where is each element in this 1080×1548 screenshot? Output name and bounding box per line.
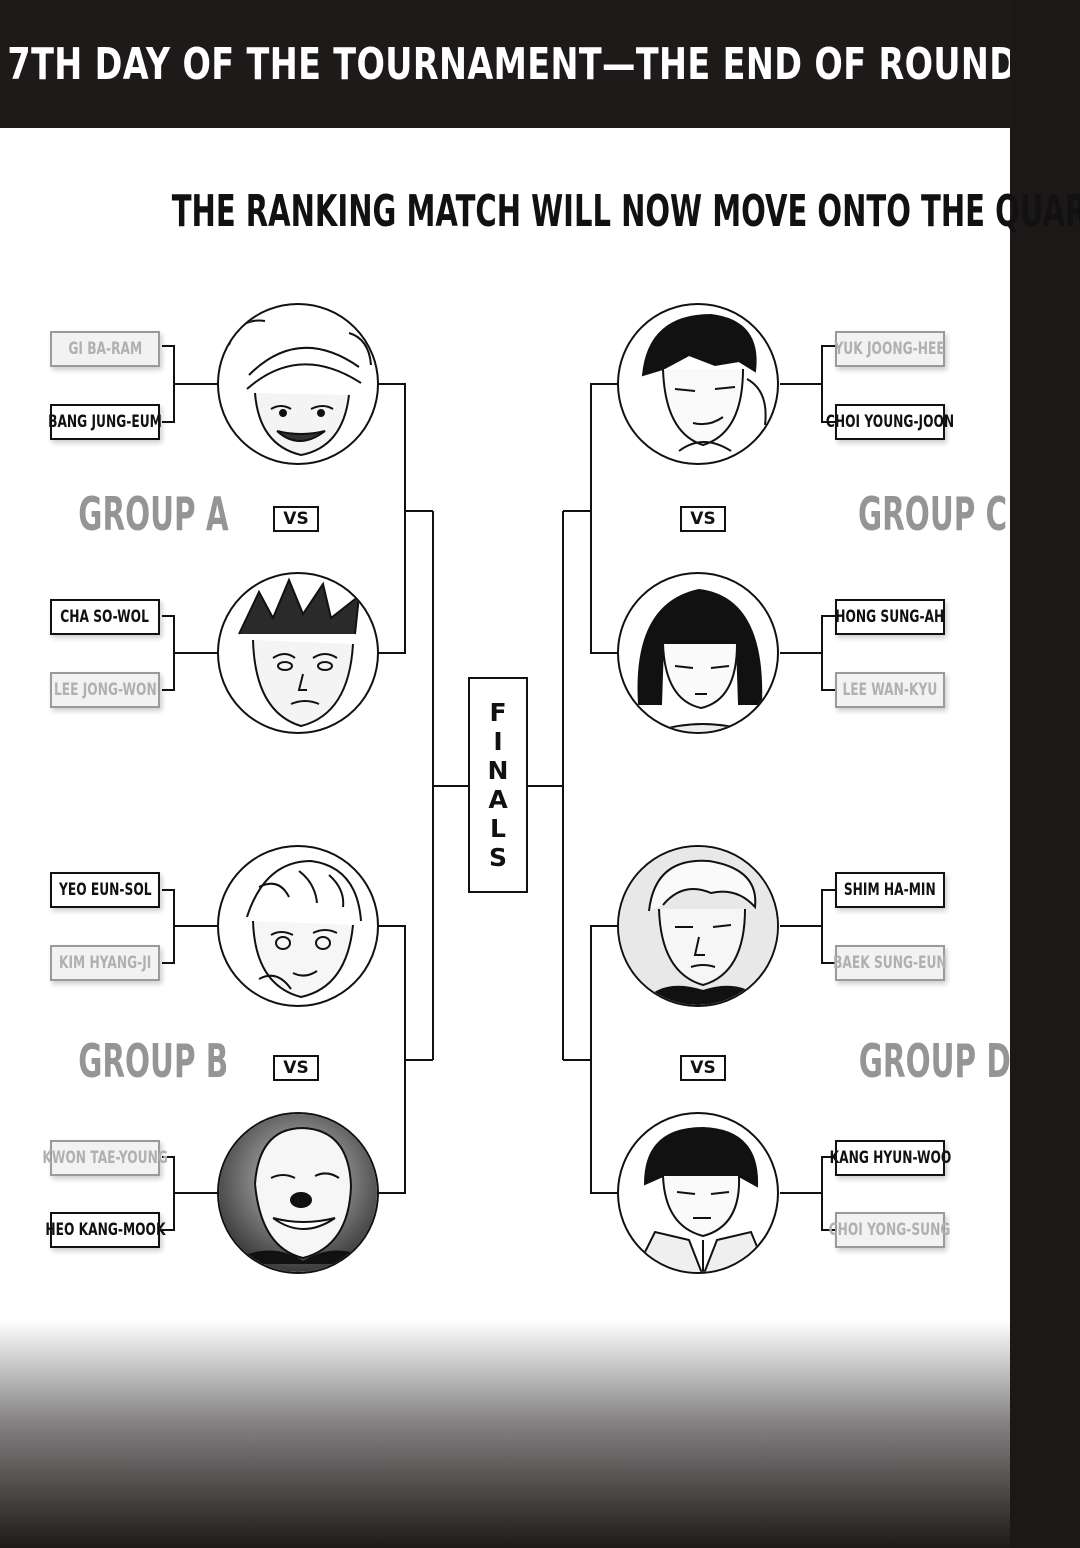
portrait-art xyxy=(619,847,777,1005)
bracket-lines xyxy=(162,345,835,1231)
name-label: LEE WAN-KYU xyxy=(842,680,938,700)
name-label: HEO KANG-MOOK xyxy=(44,1220,166,1240)
finals-letter: A xyxy=(488,785,508,814)
fighter-portrait xyxy=(217,1112,379,1274)
fighter-portrait xyxy=(217,572,379,734)
name-box-eliminated: KIM HYANG-JI xyxy=(50,945,160,981)
name-box-advancing: BANG JUNG-EUM xyxy=(48,404,162,440)
name-label: GI BA-RAM xyxy=(68,339,142,359)
portrait-art xyxy=(246,859,362,999)
group-label: GROUP A xyxy=(36,487,228,541)
portrait-art xyxy=(641,313,767,452)
name-label: LEE JONG-WON xyxy=(53,680,157,700)
group-label: GROUP C xyxy=(816,487,1007,541)
name-label: BAEK SUNG-EUN xyxy=(833,953,947,973)
finals-letter: S xyxy=(488,843,507,872)
name-label: HONG SUNG-AH xyxy=(835,607,945,627)
name-box-eliminated: LEE JONG-WON xyxy=(50,672,160,708)
group-label-text: GROUP D xyxy=(858,1034,1011,1088)
name-label: YUK JOONG-HEE xyxy=(834,339,946,359)
fighter-portrait xyxy=(217,303,379,465)
finals-letter: F xyxy=(489,698,507,727)
portrait-art xyxy=(637,588,763,732)
title-banner: THE 7TH DAY OF THE TOURNAMENT—THE END OF… xyxy=(0,0,1080,128)
finals-letter: I xyxy=(493,727,503,756)
vs-badge: VS xyxy=(273,1055,319,1081)
group-label-text: GROUP B xyxy=(78,1034,229,1088)
name-box-advancing: HEO KANG-MOOK xyxy=(45,1212,165,1248)
name-box-advancing: CHA SO-WOL xyxy=(50,599,160,635)
group-label-text: GROUP A xyxy=(78,487,229,541)
finals-letter: L xyxy=(490,814,506,843)
name-box-eliminated: YUK JOONG-HEE xyxy=(835,331,945,367)
name-label: YEO EUN-SOL xyxy=(58,880,152,900)
finals-letter: N xyxy=(487,756,509,785)
portrait-art xyxy=(238,577,361,728)
fighter-portrait xyxy=(617,845,779,1007)
name-box-advancing: HONG SUNG-AH xyxy=(835,599,945,635)
vs-badge: VS xyxy=(680,1055,726,1081)
group-label-text: GROUP C xyxy=(857,487,1008,541)
name-box-eliminated: KWON TAE-YOUNG xyxy=(42,1140,168,1176)
fighter-portrait xyxy=(217,845,379,1007)
banner-title: THE 7TH DAY OF THE TOURNAMENT—THE END OF… xyxy=(0,38,1080,90)
fighter-portrait xyxy=(617,303,779,465)
name-box-advancing: CHOI YOUNG-JOON xyxy=(826,404,954,440)
name-box-advancing: SHIM HA-MIN xyxy=(835,872,945,908)
group-label: GROUP B xyxy=(36,1034,228,1088)
page-edge-strip xyxy=(1010,0,1080,1548)
name-label: CHOI YONG-SUNG xyxy=(829,1220,951,1240)
name-label: KIM HYANG-JI xyxy=(58,953,152,973)
finals-box: F I N A L S xyxy=(468,677,528,893)
name-box-eliminated: GI BA-RAM xyxy=(50,331,160,367)
name-label: CHOI YOUNG-JOON xyxy=(825,412,955,432)
vs-badge: VS xyxy=(273,506,319,532)
bottom-gradient xyxy=(0,1320,1010,1548)
portrait-art xyxy=(228,319,372,457)
group-label: GROUP D xyxy=(816,1034,1011,1088)
name-box-eliminated: BAEK SUNG-EUN xyxy=(833,945,947,981)
name-box-eliminated: CHOI YONG-SUNG xyxy=(829,1212,951,1248)
name-label: KWON TAE-YOUNG xyxy=(42,1148,168,1168)
name-label: SHIM HA-MIN xyxy=(844,880,936,900)
name-label: CHA SO-WOL xyxy=(60,607,150,627)
name-label: BANG JUNG-EUM xyxy=(48,412,162,432)
portrait-art xyxy=(633,1126,769,1272)
vs-badge: VS xyxy=(680,506,726,532)
name-box-advancing: YEO EUN-SOL xyxy=(50,872,160,908)
name-box-advancing: KANG HYUN-WOO xyxy=(829,1140,951,1176)
portrait-art xyxy=(219,1114,377,1272)
name-box-eliminated: LEE WAN-KYU xyxy=(835,672,945,708)
fighter-portrait xyxy=(617,1112,779,1274)
name-label: KANG HYUN-WOO xyxy=(829,1148,951,1168)
fighter-portrait xyxy=(617,572,779,734)
